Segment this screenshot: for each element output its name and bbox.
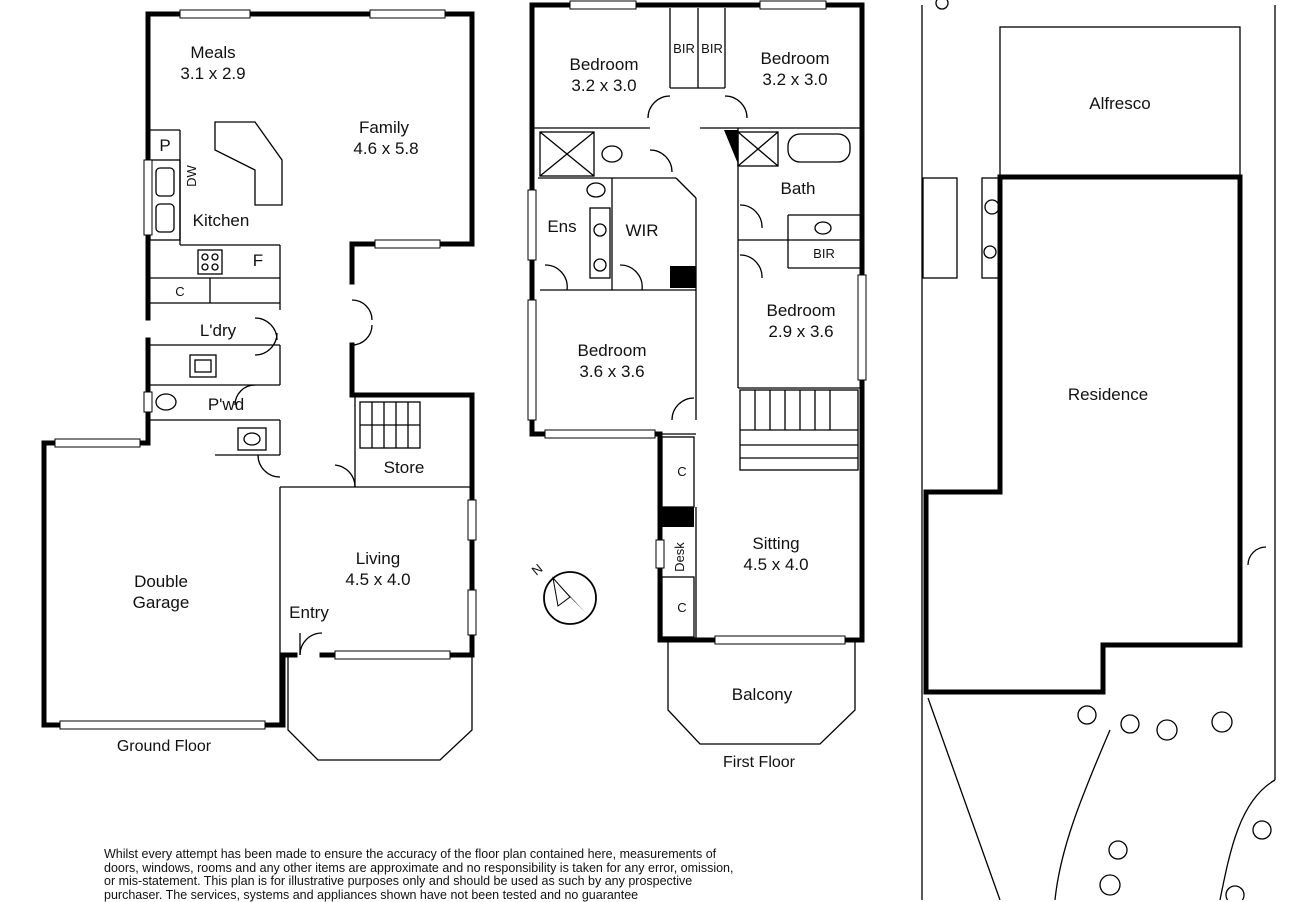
entry-label: Entry [289,603,329,622]
site-plan: Alfresco Residence [921,0,1276,900]
compass-north-label: N [529,561,546,579]
kitchen-label: Kitchen [193,211,250,230]
first-floor-caption: First Floor [723,754,796,771]
sitting-size: 4.5 x 4.0 [743,555,808,574]
bir-bath-label: BIR [813,246,835,261]
dishwasher-label: DW [184,164,199,186]
store-label: Store [384,458,425,477]
pantry-label: P [159,136,170,155]
alfresco-label: Alfresco [1089,94,1150,113]
disclaimer-text: Whilst every attempt has been made to en… [104,847,734,902]
garage-label-1: Double [134,572,188,591]
ensuite-label: Ens [547,217,576,236]
bir-left-label: BIR [673,41,695,56]
powder-label: P'wd [208,395,244,414]
living-label: Living [356,549,400,568]
bedroom-mid-right-size: 2.9 x 3.6 [768,322,833,341]
bir-right-label: BIR [701,41,723,56]
bedroom-mid-left-size: 3.6 x 3.6 [579,362,644,381]
garage-label-2: Garage [133,593,190,612]
residence-label: Residence [1068,385,1148,404]
bedroom-ne-size: 3.2 x 3.0 [762,70,827,89]
bedroom-nw-label: Bedroom [570,55,639,74]
bedroom-mid-right-label: Bedroom [767,301,836,320]
compass: N [529,561,597,625]
sitting-label: Sitting [752,534,799,553]
cupboard-label: C [175,284,184,299]
wir-label: WIR [625,221,658,240]
laundry-label: L'dry [200,321,237,340]
first-floor-plan: Bedroom 3.2 x 3.0 Bedroom 3.2 x 3.0 BIR … [527,0,867,771]
fridge-label: F [253,251,263,270]
meals-size: 3.1 x 2.9 [180,64,245,83]
bedroom-ne-label: Bedroom [761,49,830,68]
bedroom-mid-left-label: Bedroom [578,341,647,360]
meals-label: Meals [190,43,235,62]
bedroom-nw-size: 3.2 x 3.0 [571,76,636,95]
bath-label: Bath [781,179,816,198]
ground-floor-caption: Ground Floor [117,738,212,755]
family-size: 4.6 x 5.8 [353,139,418,158]
cupboard-bottom-label: C [677,600,686,615]
ground-floor-plan: Meals 3.1 x 2.9 Family 4.6 x 5.8 P DW Ki… [41,9,477,761]
balcony-label: Balcony [732,685,793,704]
family-label: Family [359,118,410,137]
cupboard-top-label: C [677,464,686,479]
living-size: 4.5 x 4.0 [345,570,410,589]
desk-label: Desk [672,542,687,572]
